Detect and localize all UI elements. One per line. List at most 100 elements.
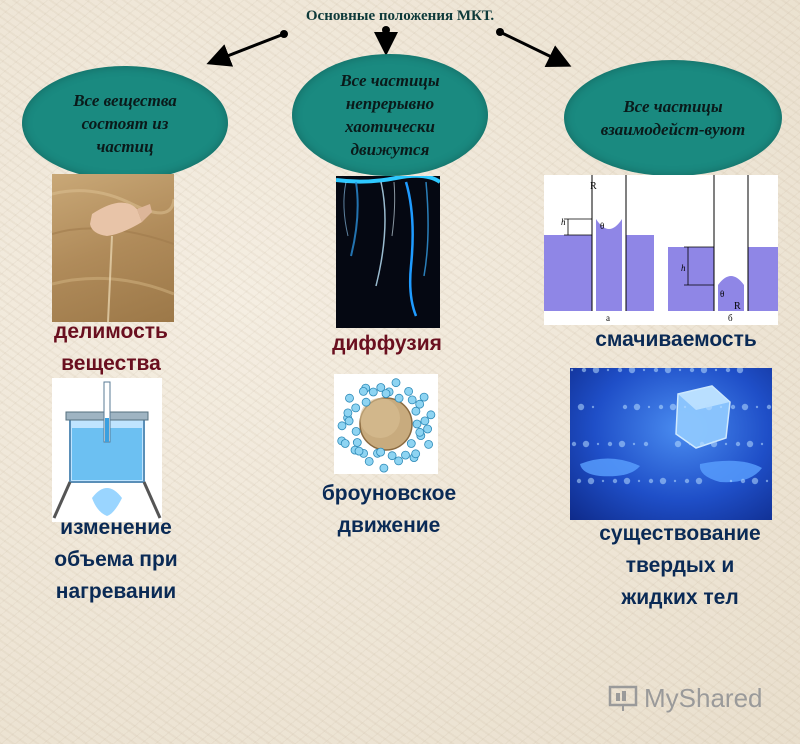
water-droplet xyxy=(581,368,587,373)
water-droplet xyxy=(673,479,677,483)
label-line: вещества xyxy=(61,352,161,375)
label-line: объема при xyxy=(54,548,178,571)
arrow-right xyxy=(496,28,572,67)
water-droplet xyxy=(592,368,600,374)
water-droplet xyxy=(684,478,690,484)
oval-text-line: состоят из xyxy=(81,113,169,133)
water-droplet xyxy=(596,442,600,446)
molecule-dot xyxy=(404,386,413,396)
right-caption: б xyxy=(728,313,733,323)
molecule-dot xyxy=(340,439,350,448)
water-droplet xyxy=(674,440,682,448)
watermark-text: MyShared xyxy=(644,682,763,713)
wetting-diagram: h R θ а h R θ б xyxy=(544,175,778,325)
arrow-left xyxy=(206,30,288,67)
molecule-dot xyxy=(415,427,425,437)
water-droplet xyxy=(612,478,618,484)
connector-arrows xyxy=(206,26,572,67)
molecule-dot xyxy=(351,427,361,436)
water-droplet xyxy=(642,368,646,372)
label-line: диффузия xyxy=(332,332,442,355)
molecule-dot xyxy=(401,450,410,460)
oval-text-line: Все вещества xyxy=(73,90,177,110)
molecule-dot xyxy=(379,463,389,473)
molecule-dot xyxy=(419,392,429,402)
molecule-dot xyxy=(394,393,404,403)
right-r-label: R xyxy=(734,301,741,312)
molecule-dot xyxy=(424,440,433,449)
left-r-label: R xyxy=(590,181,597,192)
molecule-dot xyxy=(420,416,430,426)
molecule-dot xyxy=(423,424,432,434)
water-droplet xyxy=(658,404,664,410)
molecule-dot xyxy=(407,395,417,405)
oval-particles-composition: Все вещества состоят из частиц xyxy=(22,66,228,180)
oval-text-line: частиц xyxy=(96,136,154,156)
molecule-dot xyxy=(394,456,403,466)
label-line: делимость xyxy=(54,320,168,343)
molecule-dot xyxy=(387,451,397,461)
water-droplet xyxy=(669,403,677,411)
water-droplet xyxy=(725,368,731,373)
sand-hand-illustration xyxy=(52,189,174,322)
water-droplet xyxy=(751,477,759,485)
oval-text-line: движутся xyxy=(350,140,430,159)
molecule-dot xyxy=(337,421,347,431)
molecule-dot xyxy=(381,389,391,399)
water-droplet xyxy=(570,368,574,372)
molecule-dot xyxy=(391,378,401,388)
oval-particles-motion: Все частицы непрерывно хаотически движут… xyxy=(292,54,488,176)
molecule-dot xyxy=(354,446,364,456)
water-droplet xyxy=(755,405,759,409)
water-droplet xyxy=(714,368,718,372)
label-line: существование xyxy=(599,522,761,545)
right-h-label: h xyxy=(681,263,686,273)
brownian-motion-image xyxy=(334,374,438,474)
oval-text-line: непрерывно xyxy=(345,94,435,113)
water-droplet xyxy=(683,405,687,409)
molecule-dot xyxy=(344,416,354,426)
label-line: движение xyxy=(337,514,441,537)
molecule-dot xyxy=(412,419,422,429)
beaker-illustration xyxy=(52,381,162,519)
label-thermal-expansion: изменение объема при нагревании xyxy=(28,512,204,608)
water-droplet xyxy=(607,441,613,447)
label-line: броуновское xyxy=(321,482,457,505)
water-droplet xyxy=(643,441,649,447)
water-droplet xyxy=(730,404,736,410)
water-droplet xyxy=(694,404,700,410)
arrow-center xyxy=(374,26,398,56)
water-droplet xyxy=(637,479,641,483)
water-droplet xyxy=(577,403,585,411)
molecule-dot xyxy=(352,438,362,447)
molecule-dot xyxy=(343,408,353,418)
right-theta-label: θ xyxy=(720,289,724,299)
water-droplet xyxy=(648,478,654,484)
water-droplet xyxy=(632,442,636,446)
molecule-dot xyxy=(376,383,386,392)
water-droplet xyxy=(622,404,628,410)
watermark-logo: MyShared xyxy=(608,680,778,716)
water-droplet xyxy=(699,441,705,447)
water-droplet xyxy=(740,478,746,484)
water-droplet xyxy=(729,479,733,483)
water-droplet xyxy=(653,368,659,373)
water-droplet xyxy=(659,477,667,485)
water-droplet xyxy=(617,368,623,373)
water-droplet xyxy=(647,405,651,409)
ice-water-image xyxy=(570,368,772,520)
water-droplet xyxy=(765,479,769,483)
water-droplet xyxy=(633,403,641,411)
label-line: твердых и xyxy=(625,554,735,577)
label-brownian: броуновское движение xyxy=(300,478,478,542)
water-droplet xyxy=(571,441,577,447)
label-diffusion: диффузия xyxy=(312,328,462,360)
label-solids-liquids: существование твердых и жидких тел xyxy=(580,518,780,614)
water-droplet xyxy=(705,403,713,411)
water-droplet xyxy=(591,405,595,409)
water-droplet xyxy=(606,368,610,372)
left-h-label: h xyxy=(561,217,566,227)
left-caption: а xyxy=(606,313,610,323)
left-theta-label: θ xyxy=(600,221,604,231)
water-droplet xyxy=(601,479,605,483)
